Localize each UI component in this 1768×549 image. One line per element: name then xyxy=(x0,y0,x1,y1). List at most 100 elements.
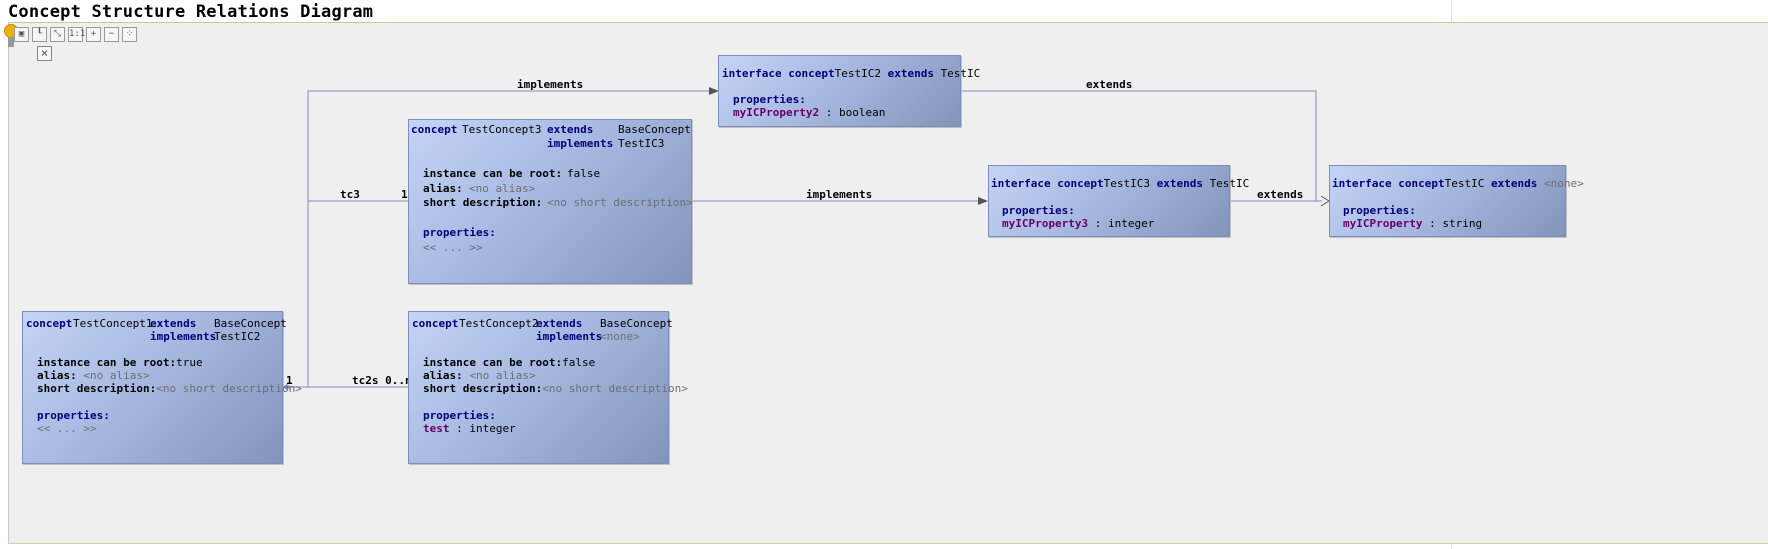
short-description-label: short description: xyxy=(37,382,157,395)
alias-label: alias: xyxy=(37,369,77,382)
orthogonal-layout-icon[interactable]: ┖ xyxy=(32,27,47,42)
root-row: instance can be root:false xyxy=(423,356,595,369)
arrowhead-implements-top xyxy=(709,87,719,95)
page-title: Concept Structure Relations Diagram xyxy=(8,2,374,22)
node-header: concept xyxy=(411,123,457,136)
keyword-interface: interface xyxy=(1332,177,1392,190)
short-description-row: short description:<no short description> xyxy=(423,382,688,395)
keyword-concept: concept xyxy=(788,67,835,80)
property-name: myICProperty2 xyxy=(733,106,820,119)
root-row: instance can be root:true xyxy=(37,356,203,369)
alias-value: <no alias> xyxy=(83,369,150,382)
edge-extends-tc2i-tci xyxy=(961,90,1317,201)
edge-label-extends-top: extends xyxy=(1086,78,1133,91)
layout-icon[interactable]: ▣ xyxy=(14,27,29,42)
properties-label: properties: xyxy=(1343,204,1416,217)
node-interface-testic3[interactable]: interface conceptTestIC3 extends TestIC … xyxy=(988,165,1249,237)
short-description-value: <no short description> xyxy=(547,196,693,209)
node-concept-testconcept3[interactable]: concept TestConcept3 extends BaseConcept… xyxy=(408,119,693,284)
extends-value: BaseConcept xyxy=(600,317,673,330)
edge-label-tc1-cardinality: 1 xyxy=(286,374,293,387)
keyword-extends: extends xyxy=(536,317,583,330)
keyword-concept: concept xyxy=(1057,177,1104,190)
root-label: instance can be root: xyxy=(423,356,563,369)
keyword-extends: extends xyxy=(1156,177,1203,190)
property-row: myICProperty3 : integer xyxy=(1002,217,1154,230)
concept-name: TestConcept3 xyxy=(462,123,542,136)
property-row: test : integer xyxy=(423,422,516,435)
edge-label-tc2s-role: tc2s 0..n xyxy=(352,374,412,387)
side-handle[interactable] xyxy=(8,37,14,47)
node-interface-testic2[interactable]: interface conceptTestIC2 extends TestIC … xyxy=(718,55,980,127)
keyword-concept: concept xyxy=(1398,177,1445,190)
keyword-concept: concept xyxy=(26,317,73,330)
fit-icon[interactable]: ⤡ xyxy=(50,27,65,42)
node-interface-testic[interactable]: interface conceptTestIC extends <none> p… xyxy=(1329,165,1584,237)
short-description-label: short description: xyxy=(423,196,543,209)
node-header: interface conceptTestIC extends <none> xyxy=(1332,177,1584,190)
node-concept-testconcept2[interactable]: concept TestConcept2 extends BaseConcept… xyxy=(408,311,688,464)
implements-value: <none> xyxy=(600,330,640,343)
property-separator: : xyxy=(1088,217,1108,230)
keyword-extends: extends xyxy=(150,317,197,330)
properties-label: properties: xyxy=(423,409,496,422)
properties-label: properties: xyxy=(423,226,496,239)
edge-label-tc3-cardinality: 1 xyxy=(401,188,408,201)
extends-value: <none> xyxy=(1543,177,1584,190)
property-separator: : xyxy=(449,422,470,435)
keyword-interface: interface xyxy=(991,177,1051,190)
root-value: false xyxy=(562,356,596,369)
diagram-toolbar: ▣ ┖ ⤡ 1:1 + − ⁘ xyxy=(14,27,137,42)
property-name: test xyxy=(423,422,450,435)
node-concept-testconcept1[interactable]: concept TestConcept1 extends BaseConcept… xyxy=(22,311,302,464)
implements-value: TestIC2 xyxy=(214,330,261,343)
alias-value: <no alias> xyxy=(469,182,536,195)
arrowhead-extends xyxy=(1320,195,1330,207)
root-value: true xyxy=(176,356,203,369)
zoom-in-icon[interactable]: + xyxy=(86,27,101,42)
property-type: string xyxy=(1442,217,1483,230)
property-type: boolean xyxy=(838,106,886,119)
extends-value: BaseConcept xyxy=(618,123,691,136)
alias-label: alias: xyxy=(423,369,463,382)
short-description-value: <no short description> xyxy=(156,382,302,395)
diamond-tc1 xyxy=(283,384,291,390)
short-description-label: short description: xyxy=(423,382,543,395)
keyword-extends: extends xyxy=(887,67,934,80)
property-separator: : xyxy=(819,106,839,119)
properties-placeholder: << ... >> xyxy=(37,422,97,435)
implements-value: TestIC3 xyxy=(618,137,665,150)
short-description-value: <no short description> xyxy=(542,382,688,395)
property-name: myICProperty xyxy=(1343,217,1423,230)
concept-name: TestIC xyxy=(1444,177,1485,190)
concept-name: TestIC3 xyxy=(1103,177,1150,190)
concept-name: TestConcept2 xyxy=(459,317,539,330)
property-type: integer xyxy=(469,422,516,435)
property-row: myICProperty : string xyxy=(1343,217,1482,230)
edge-label-implements-top: implements xyxy=(517,78,584,91)
keyword-concept: concept xyxy=(411,123,458,136)
alias-label: alias: xyxy=(423,182,463,195)
keyword-extends: extends xyxy=(1490,177,1538,190)
keyword-concept: concept xyxy=(412,317,459,330)
fit-selection-icon[interactable]: ⁘ xyxy=(122,27,137,42)
properties-label: properties: xyxy=(733,93,806,106)
root-label: instance can be root: xyxy=(37,356,177,369)
property-type: integer xyxy=(1107,217,1155,230)
zoom-out-icon[interactable]: − xyxy=(104,27,119,42)
extends-value: BaseConcept xyxy=(214,317,287,330)
keyword-implements: implements xyxy=(547,137,614,150)
property-row: myICProperty2 : boolean xyxy=(733,106,885,119)
node-header: interface conceptTestIC3 extends TestIC xyxy=(991,177,1249,190)
extends-value: TestIC xyxy=(940,67,981,80)
arrowhead-implements-mid xyxy=(978,197,988,205)
keyword-implements: implements xyxy=(536,330,603,343)
node-header: interface conceptTestIC2 extends TestIC xyxy=(722,67,980,80)
alias-row: alias: <no alias> xyxy=(423,369,536,382)
zoom-actual-icon[interactable]: 1:1 xyxy=(68,27,85,42)
close-icon[interactable]: × xyxy=(37,46,52,61)
concept-name: TestIC2 xyxy=(834,67,881,80)
short-description-row: short description:<no short description> xyxy=(37,382,302,395)
property-name: myICProperty3 xyxy=(1002,217,1089,230)
